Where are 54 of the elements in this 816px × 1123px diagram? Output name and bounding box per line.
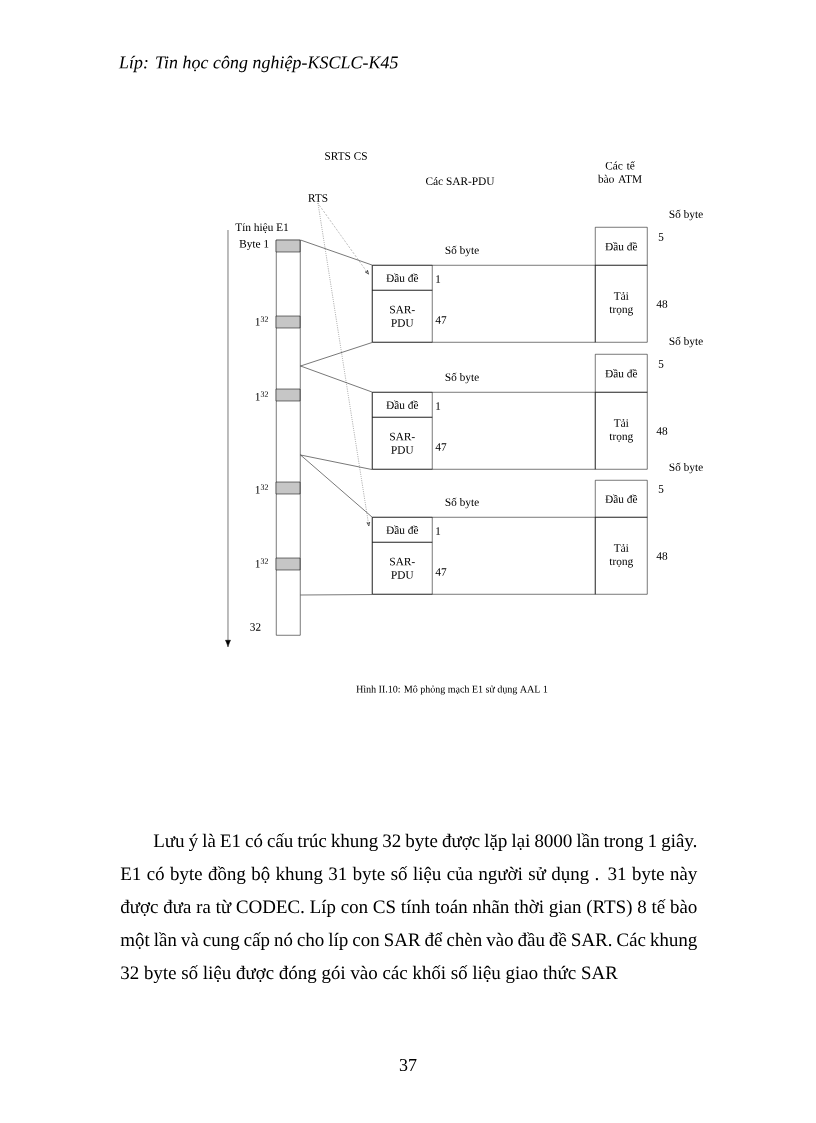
- fan-line: [300, 342, 373, 367]
- byte-count: 5: [658, 360, 664, 368]
- byte-count: 47: [435, 568, 447, 576]
- sar-pdu-box: SAR-PDU: [372, 417, 433, 470]
- byte-count-heading: Số byte: [445, 245, 479, 257]
- figure-caption: Hình II.10: Mô phỏng mạch E1 sử dụng AAL 1: [356, 685, 548, 695]
- fan-line: [300, 239, 373, 266]
- payload-box: Tải trọng: [595, 265, 648, 343]
- group-heading: Các SAR-PDU: [426, 177, 495, 185]
- cell-header-box: Đầu đề: [595, 480, 648, 518]
- rts-label: RTS: [308, 194, 328, 202]
- sar-pdu-box: SAR-PDU: [372, 290, 433, 343]
- fan-line: [300, 594, 373, 596]
- header-box: Đầu đề: [372, 265, 433, 291]
- fan-line: [300, 365, 373, 393]
- header-box: Đầu đề: [372, 517, 433, 543]
- byte-count-heading: Số byte: [445, 372, 479, 384]
- header-box: Đầu đề: [372, 392, 433, 418]
- byte-index: 1$^{32}$: [255, 484, 268, 494]
- byte-count-heading: Số byte: [669, 462, 703, 474]
- page-number: 37: [399, 1058, 417, 1072]
- sar-pdu-box: SAR-PDU: [372, 542, 433, 595]
- byte-count-heading: Số byte: [669, 209, 703, 221]
- payload-box: Tải trọng: [595, 517, 648, 595]
- byte-count: 48: [656, 300, 668, 308]
- byte-count: 47: [435, 443, 447, 451]
- byte-index: 32: [250, 623, 261, 631]
- byte-count-heading: Số byte: [445, 497, 479, 509]
- payload-box: Tải trọng: [595, 392, 648, 470]
- arrow: [317, 203, 369, 275]
- group-heading: SRTS CS: [325, 152, 367, 160]
- byte-count: 48: [656, 427, 668, 435]
- byte-count: 5: [658, 233, 664, 241]
- byte-count: 1: [436, 527, 441, 535]
- body-paragraph: Lưu ý là E1 có cấu trúc khung 32 byte được lặp lại 8000 lần trong 1 giây. E1 có byte đồng bộ khung 31 byte số liệu của người sử dụng . 31 byte này được đưa ra từ CODEC. Líp con CS tính toán nhãn thời gian (RTS) 8 tế bào một lần và cung cấp nó cho líp con SAR để chèn vào đầu đề SAR. Các khung 32 byte số liệu được đóng gói vào các khối số liệu giao thức SAR: [120, 833, 698, 984]
- fan-line: [300, 454, 373, 518]
- byte-index: 1$^{32}$: [255, 316, 268, 326]
- signal-column: [275, 239, 301, 636]
- byte-count: 1: [436, 275, 441, 283]
- column-heading: Tín hiệu E1: [235, 223, 289, 233]
- cell-header-box: Đầu đề: [595, 227, 648, 266]
- cell-header-box: Đầu đề: [595, 354, 648, 393]
- byte-count: 1: [436, 402, 441, 410]
- byte-index: 1$^{32}$: [255, 391, 268, 401]
- byte-count: 47: [435, 316, 447, 324]
- fan-line: [300, 454, 373, 470]
- byte-index: Byte 1: [239, 240, 269, 250]
- group-heading: Các tế bào ATM: [597, 161, 642, 183]
- byte-count-heading: Số byte: [669, 336, 703, 348]
- byte-count: 48: [656, 552, 668, 560]
- byte-count: 5: [658, 485, 664, 493]
- byte-index: 1$^{32}$: [255, 558, 268, 568]
- arrow: [317, 203, 370, 527]
- page-header: Líp: Tin học công nghiệp-KSCLC-K45: [118, 55, 398, 73]
